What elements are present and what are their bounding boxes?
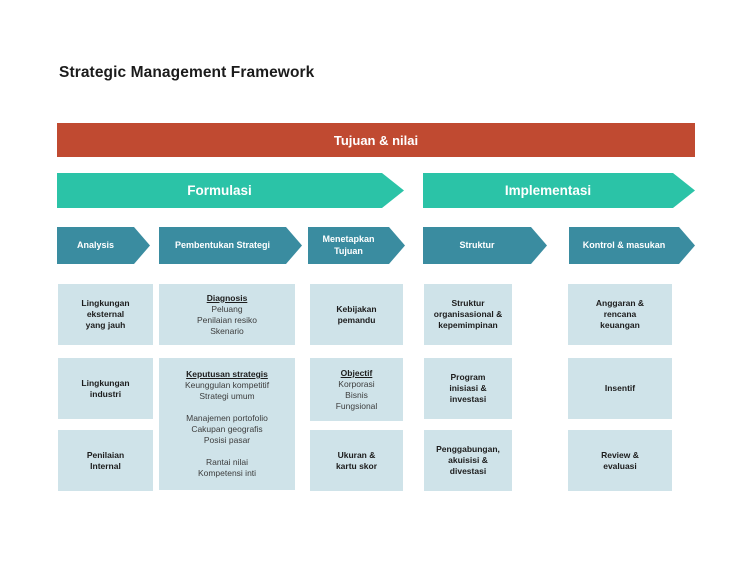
box-line: Keputusan strategis <box>186 369 268 379</box>
step-arrow-label: Menetapkan Tujuan <box>322 234 375 256</box>
box-line: Keunggulan kompetitif <box>184 380 270 390</box>
box-line: pemandu <box>337 314 376 325</box>
step-arrow-label: Pembentukan Strategi <box>174 239 271 250</box>
box-line: akuisisi & <box>448 455 488 465</box>
box-line: Bisnis <box>345 389 368 400</box>
box-line: Objectif <box>340 367 373 378</box>
step-arrow-analysis: Analysis <box>57 227 150 264</box>
phase-arrow-implementasi: Implementasi <box>423 173 695 208</box>
box-line: Ukuran & <box>337 449 376 460</box>
box-line: Posisi pasar <box>203 435 251 445</box>
box-penggabungan-akuisisi: Penggabungan,akuisisi &divestasi <box>424 430 512 491</box>
box-line: Penilaian <box>86 449 125 460</box>
box-line: keuangan <box>600 320 640 330</box>
phase-arrow-label: Formulasi <box>187 183 252 198</box>
box-line: Review & <box>601 449 639 460</box>
box-line: Kebijakan <box>336 303 377 314</box>
box-line: Kompetensi inti <box>197 468 257 478</box>
box-line: Manajemen portofolio <box>186 413 268 423</box>
box-line: Skenario <box>210 325 244 336</box>
box-line: Cakupan geografis <box>191 424 263 434</box>
box-line: Diagnosis <box>206 292 248 303</box>
box-line: kartu skor <box>335 460 378 471</box>
box-line: divestasi <box>449 466 487 476</box>
box-line <box>164 446 290 457</box>
box-line: Lingkungan <box>81 377 130 388</box>
banner-label: Tujuan & nilai <box>333 132 419 148</box>
box-line: Struktur <box>451 298 485 308</box>
box-line: Fungsional <box>335 400 378 411</box>
box-line: Penilaian resiko <box>196 314 257 325</box>
box-line: kepemimpinan <box>438 320 498 330</box>
box-line: evaluasi <box>603 460 637 471</box>
box-line: inisiasi & <box>449 383 487 393</box>
step-arrow-struktur: Struktur <box>423 227 547 264</box>
box-ukuran-kartu-skor: Ukuran &kartu skor <box>310 430 403 491</box>
banner-tujuan-nilai: Tujuan & nilai <box>57 123 695 157</box>
box-line: Program <box>450 372 486 382</box>
step-arrow-pembentukan-strategi: Pembentukan Strategi <box>159 227 302 264</box>
box-line: Rantai nilai <box>205 457 249 467</box>
step-arrow-label: Struktur <box>459 239 495 250</box>
box-line: investasi <box>449 394 487 404</box>
box-line <box>164 402 290 413</box>
phase-arrow-formulasi: Formulasi <box>57 173 404 208</box>
box-review-evaluasi: Review &evaluasi <box>568 430 672 491</box>
page-title: Strategic Management Framework <box>59 64 315 81</box>
box-line: yang jauh <box>85 320 126 330</box>
box-line: organisasional & <box>433 309 503 319</box>
step-arrow-label: Kontrol & masukan <box>582 239 666 250</box>
box-line: Insentif <box>604 383 636 393</box>
step-arrow-label: Analysis <box>76 239 115 250</box>
box-line: eksternal <box>86 309 125 319</box>
box-line: industri <box>89 388 122 399</box>
box-line: Lingkungan <box>81 298 130 308</box>
box-line: rencana <box>603 309 637 319</box>
box-insentif: Insentif <box>568 358 672 419</box>
box-line: Penggabungan, <box>436 444 500 454</box>
box-line: Anggaran & <box>595 298 645 308</box>
box-line: Korporasi <box>338 378 375 389</box>
step-arrow-menetapkan-tujuan: Menetapkan Tujuan <box>308 227 405 264</box>
box-line: Internal <box>90 460 121 471</box>
step-arrow-kontrol-masukan: Kontrol & masukan <box>569 227 695 264</box>
box-line: Strategi umum <box>199 391 255 401</box>
phase-arrow-label: Implementasi <box>504 183 592 198</box>
box-line: Peluang <box>211 303 243 314</box>
